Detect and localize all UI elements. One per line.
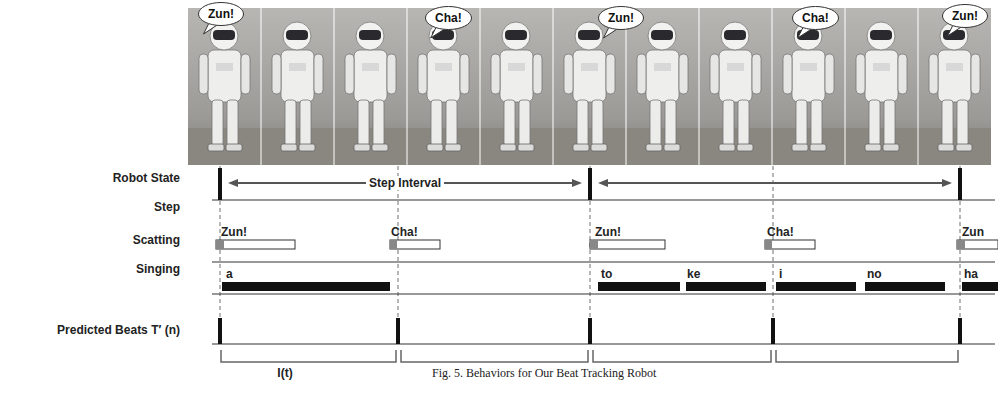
event-label: Cha!	[767, 225, 794, 239]
row-label: Step	[154, 200, 180, 214]
interval-label: I(t)	[277, 366, 292, 380]
interval-label: Step Interval	[366, 176, 444, 190]
speech-bubble: Zun!	[598, 6, 644, 30]
speech-bubble: Cha!	[792, 6, 839, 30]
row-label: Robot State	[113, 171, 180, 185]
event-label: Zun	[962, 225, 984, 239]
event-label: i	[779, 267, 782, 281]
row-label: Singing	[136, 262, 180, 276]
event-label: to	[601, 267, 612, 281]
speech-bubble: Cha!	[425, 6, 472, 30]
event-label: no	[867, 267, 882, 281]
bubble-text: Cha!	[435, 11, 462, 25]
event-label: Cha!	[391, 225, 418, 239]
bubble-text: Cha!	[802, 11, 829, 25]
row-label: Predicted Beats T′ (n)	[57, 323, 180, 337]
event-label: ha	[964, 267, 978, 281]
bubble-text: Zun!	[208, 7, 234, 21]
figure-caption: Fig. 5. Behaviors for Our Beat Tracking …	[432, 366, 656, 380]
event-label: a	[226, 267, 233, 281]
event-label: Zun!	[221, 225, 247, 239]
event-label: Zun!	[595, 225, 621, 239]
bubble-text: Zun!	[952, 9, 978, 23]
bubble-text: Zun!	[608, 11, 634, 25]
event-label: ke	[687, 267, 700, 281]
row-label: Scatting	[133, 233, 180, 247]
speech-bubble: Zun!	[942, 4, 988, 28]
speech-bubble: Zun!	[198, 2, 244, 26]
